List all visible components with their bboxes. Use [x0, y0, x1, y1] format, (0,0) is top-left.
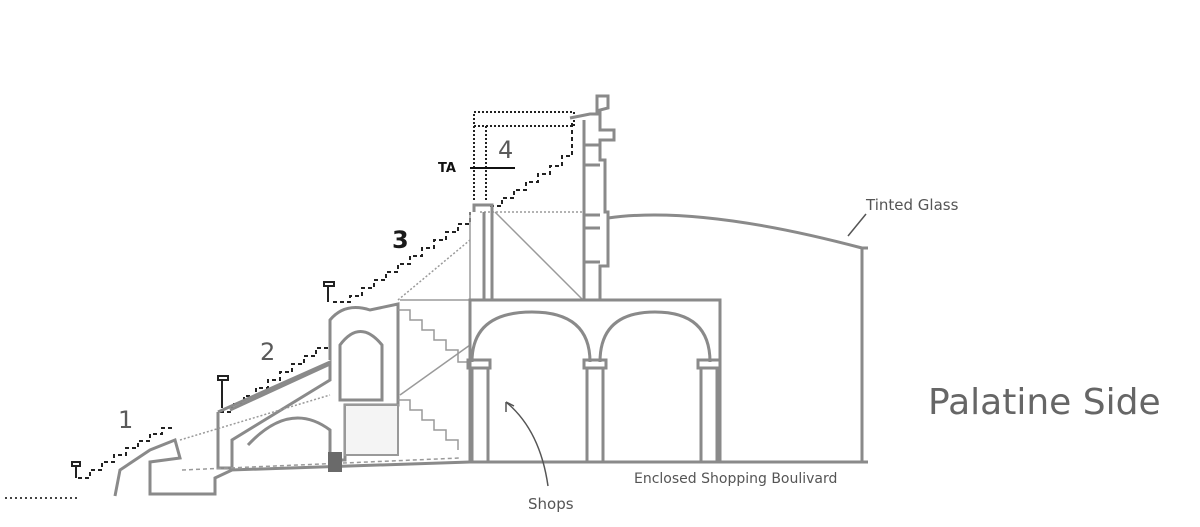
hatched-pier — [328, 452, 342, 472]
tier-4-label: 4 — [498, 136, 513, 164]
glass-roof — [607, 213, 868, 462]
ta-label: TA — [438, 161, 456, 176]
stair-hatching — [179, 211, 584, 471]
boulevard-label: Enclosed Shopping Boulivard — [634, 471, 837, 487]
shops-label: Shops — [528, 495, 574, 513]
top-dotted-frame — [473, 111, 575, 200]
tier-2-label: 2 — [260, 338, 275, 366]
tier-3-label: 3 — [392, 226, 409, 254]
tower — [569, 94, 616, 302]
diagram-title: Palatine Side — [928, 382, 1161, 423]
tinted-glass-label: Tinted Glass — [865, 196, 959, 214]
arcade-structure — [466, 203, 722, 464]
tier-1-label: 1 — [118, 406, 133, 434]
lower-structure — [113, 302, 400, 497]
railings — [71, 281, 335, 478]
leader-lines — [505, 213, 867, 487]
